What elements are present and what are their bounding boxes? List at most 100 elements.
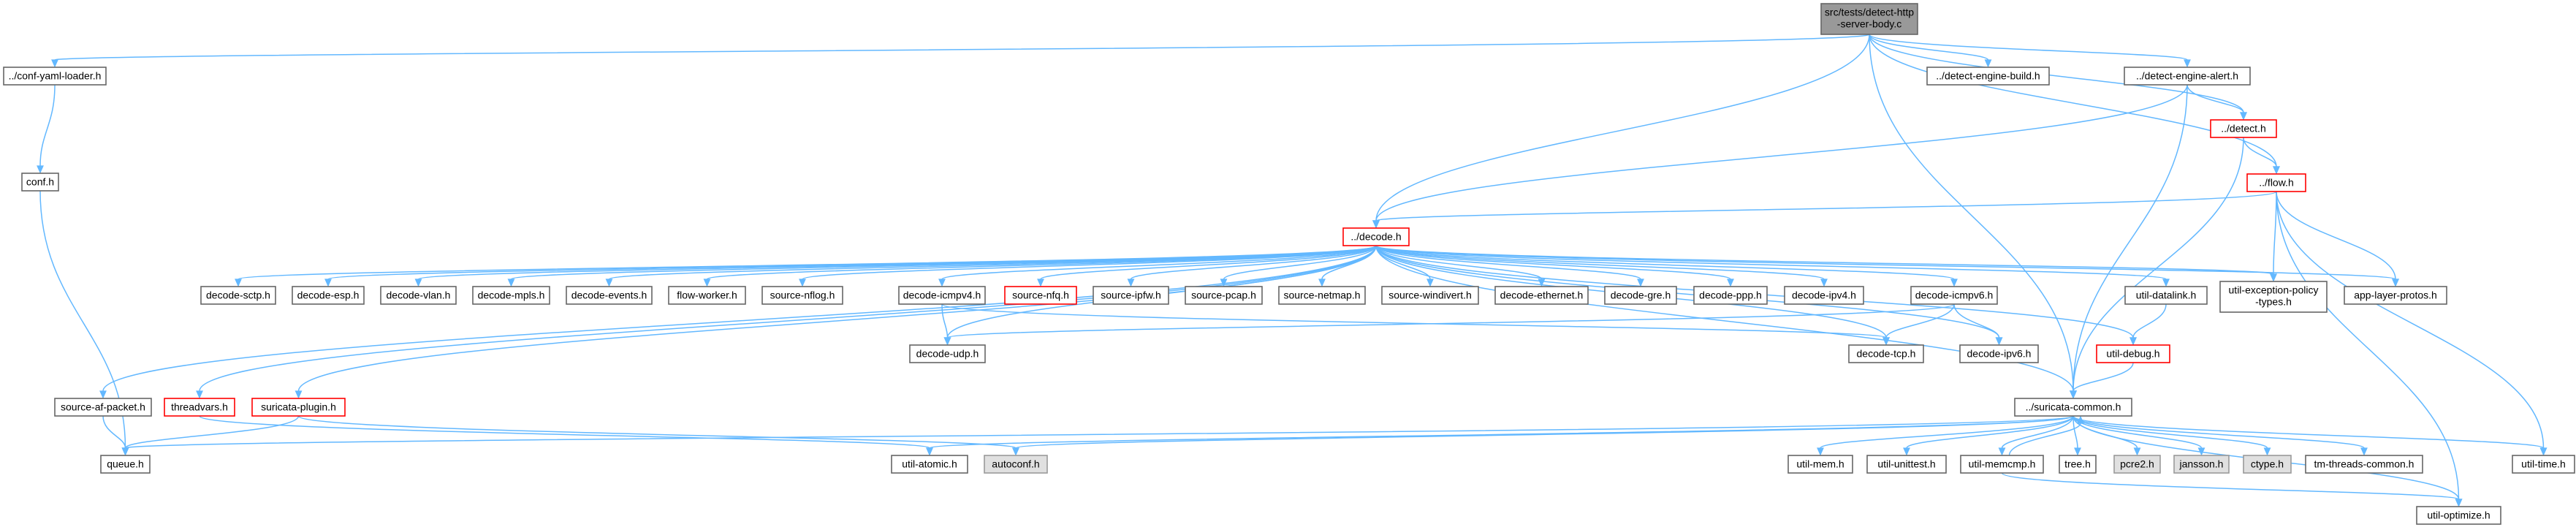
node-util-datalink[interactable]: util-datalink.h bbox=[2124, 286, 2208, 305]
node-decode-ppp[interactable]: decode-ppp.h bbox=[1693, 286, 1768, 305]
node-decode-ethernet[interactable]: decode-ethernet.h bbox=[1494, 286, 1589, 305]
node-label: decode-ipv4.h bbox=[1792, 289, 1856, 301]
node-label-line: -types.h bbox=[2255, 296, 2292, 308]
edge-flow-to-util-exception bbox=[2270, 191, 2277, 282]
node-ctype[interactable]: ctype.h bbox=[2243, 455, 2292, 474]
node-box bbox=[1959, 344, 2039, 363]
node-label: decode-icmpv6.h bbox=[1915, 289, 1994, 301]
graph-edges bbox=[37, 34, 2547, 507]
node-label: decode-icmpv4.h bbox=[903, 289, 981, 301]
node-util-optimize[interactable]: util-optimize.h bbox=[2416, 506, 2501, 525]
node-label: source-pcap.h bbox=[1191, 289, 1256, 301]
node-detect[interactable]: ../detect.h bbox=[2210, 119, 2277, 138]
node-autoconf[interactable]: autoconf.h bbox=[984, 455, 1048, 474]
node-label: ../detect.h bbox=[2221, 123, 2265, 135]
node-source-pcap[interactable]: source-pcap.h bbox=[1185, 286, 1263, 305]
node-label: decode-tcp.h bbox=[1857, 348, 1916, 360]
edge-decode-to-flow-worker bbox=[703, 245, 1377, 287]
node-source-nflog[interactable]: source-nflog.h bbox=[761, 286, 843, 305]
node-label-line: -server-body.c bbox=[1837, 18, 1901, 30]
node-decode-tcp[interactable]: decode-tcp.h bbox=[1848, 344, 1924, 363]
node-app-layer-protos[interactable]: app-layer-protos.h bbox=[2344, 286, 2447, 305]
node-decode-events[interactable]: decode-events.h bbox=[566, 286, 653, 305]
node-decode-udp[interactable]: decode-udp.h bbox=[909, 344, 986, 363]
node-source-af-packet[interactable]: source-af-packet.h bbox=[54, 398, 152, 417]
node-tree[interactable]: tree.h bbox=[2059, 455, 2097, 474]
node-conf-yaml-loader[interactable]: ../conf-yaml-loader.h bbox=[3, 67, 107, 86]
edge-suricata-common-to-util-time bbox=[2072, 415, 2547, 456]
node-pcre2[interactable]: pcre2.h bbox=[2113, 455, 2161, 474]
node-decode-gre[interactable]: decode-gre.h bbox=[1604, 286, 1677, 305]
node-decode-mpls[interactable]: decode-mpls.h bbox=[472, 286, 550, 305]
node-label: queue.h bbox=[107, 458, 144, 470]
node-box bbox=[2344, 286, 2447, 305]
node-label: tm-threads-common.h bbox=[2314, 458, 2414, 470]
node-label: ../decode.h bbox=[1350, 231, 1401, 243]
node-label-line: src/tests/detect-http bbox=[1825, 7, 1914, 18]
node-util-atomic[interactable]: util-atomic.h bbox=[891, 455, 968, 474]
node-util-unittest[interactable]: util-unittest.h bbox=[1866, 455, 1947, 474]
edge-decode-to-decode-icmpv4 bbox=[938, 245, 1377, 287]
node-detect-engine-build[interactable]: ../detect-engine-build.h bbox=[1926, 67, 2050, 86]
edge-suricata-common-to-util-mem bbox=[1817, 415, 2074, 456]
node-box bbox=[668, 286, 746, 305]
node-box bbox=[2305, 455, 2423, 474]
node-suricata-plugin[interactable]: suricata-plugin.h bbox=[251, 398, 346, 417]
edge-root-to-detect-engine-build bbox=[1869, 34, 1992, 68]
node-jansson[interactable]: jansson.h bbox=[2173, 455, 2230, 474]
node-label: decode-ipv6.h bbox=[1967, 348, 2032, 360]
node-queue[interactable]: queue.h bbox=[100, 455, 151, 474]
node-box bbox=[2014, 398, 2132, 417]
node-util-time[interactable]: util-time.h bbox=[2512, 455, 2575, 474]
node-box bbox=[3, 67, 107, 86]
node-decode-esp[interactable]: decode-esp.h bbox=[292, 286, 365, 305]
node-decode-ipv6[interactable]: decode-ipv6.h bbox=[1959, 344, 2039, 363]
edge-root-to-flow bbox=[1869, 34, 2280, 175]
node-source-windivert[interactable]: source-windivert.h bbox=[1381, 286, 1479, 305]
edge-decode-to-source-pcap bbox=[1220, 245, 1377, 287]
node-decode-ipv4[interactable]: decode-ipv4.h bbox=[1784, 286, 1864, 305]
node-decode[interactable]: ../decode.h bbox=[1342, 227, 1410, 246]
node-label: decode-sctp.h bbox=[206, 289, 270, 301]
node-source-netmap[interactable]: source-netmap.h bbox=[1278, 286, 1366, 305]
node-box bbox=[2243, 455, 2292, 474]
node-label: suricata-plugin.h bbox=[261, 401, 336, 413]
node-util-mem[interactable]: util-mem.h bbox=[1787, 455, 1853, 474]
edge-decode-to-decode-ppp bbox=[1375, 245, 1734, 287]
node-box bbox=[380, 286, 457, 305]
node-decode-icmpv6[interactable]: decode-icmpv6.h bbox=[1910, 286, 1998, 305]
node-label: util-unittest.h bbox=[1877, 458, 1935, 470]
node-label: jansson.h bbox=[2179, 458, 2224, 470]
node-conf[interactable]: conf.h bbox=[21, 173, 59, 192]
node-suricata-common[interactable]: ../suricata-common.h bbox=[2014, 398, 2132, 417]
node-util-debug[interactable]: util-debug.h bbox=[2096, 344, 2170, 363]
node-threadvars[interactable]: threadvars.h bbox=[164, 398, 235, 417]
node-tm-threads-common[interactable]: tm-threads-common.h bbox=[2305, 455, 2423, 474]
node-decode-sctp[interactable]: decode-sctp.h bbox=[200, 286, 276, 305]
edge-decode-to-app-layer-protos bbox=[1375, 245, 2399, 287]
edge-suricata-common-to-util-unittest bbox=[1903, 415, 2074, 456]
node-box bbox=[472, 286, 550, 305]
node-flow-worker[interactable]: flow-worker.h bbox=[668, 286, 746, 305]
node-box bbox=[1494, 286, 1589, 305]
node-label: decode-esp.h bbox=[297, 289, 360, 301]
node-box bbox=[2219, 281, 2328, 313]
edge-decode-to-source-ipfw bbox=[1127, 245, 1377, 287]
node-box bbox=[1910, 286, 1998, 305]
node-flow[interactable]: ../flow.h bbox=[2246, 173, 2306, 192]
node-source-ipfw[interactable]: source-ipfw.h bbox=[1093, 286, 1169, 305]
node-util-memcmp[interactable]: util-memcmp.h bbox=[1960, 455, 2044, 474]
node-source-nfq[interactable]: source-nfq.h bbox=[1004, 286, 1077, 305]
node-decode-vlan[interactable]: decode-vlan.h bbox=[380, 286, 457, 305]
node-decode-icmpv4[interactable]: decode-icmpv4.h bbox=[898, 286, 986, 305]
node-box bbox=[100, 455, 151, 474]
node-label: source-netmap.h bbox=[1283, 289, 1360, 301]
node-label: util-memcmp.h bbox=[1969, 458, 2036, 470]
node-box bbox=[909, 344, 986, 363]
node-box bbox=[292, 286, 365, 305]
node-detect-engine-alert[interactable]: ../detect-engine-alert.h bbox=[2124, 67, 2251, 86]
edge-decode-to-threadvars bbox=[196, 245, 1377, 399]
node-util-exception[interactable]: util-exception-policy-types.h bbox=[2219, 281, 2328, 313]
edge-suricata-common-to-queue bbox=[121, 415, 2074, 456]
node-label: ctype.h bbox=[2251, 458, 2284, 470]
